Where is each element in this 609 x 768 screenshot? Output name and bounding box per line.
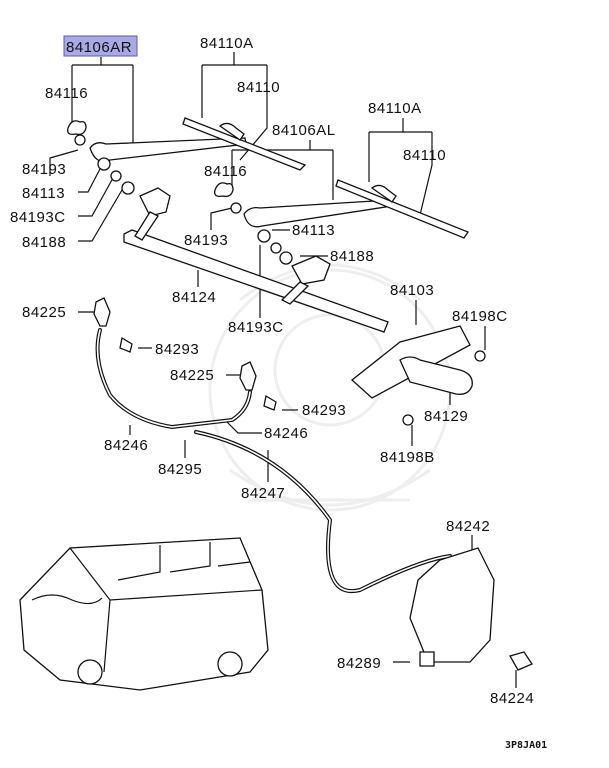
part-label-84193C[interactable]: 84193C [228, 319, 284, 336]
selected-part-highlight [63, 35, 138, 57]
wiper-motor-84103 [350, 325, 486, 426]
part-label-84198C[interactable]: 84198C [452, 308, 508, 325]
leader-lines [49, 52, 517, 688]
part-label-84113[interactable]: 84113 [292, 222, 335, 239]
part-label-84188[interactable]: 84188 [330, 248, 374, 265]
part-label-84110A[interactable]: 84110A [368, 100, 422, 117]
part-label-84193C[interactable]: 84193C [10, 209, 66, 226]
wiper-assembly-right [67, 117, 307, 217]
part-label-84188[interactable]: 84188 [22, 234, 66, 251]
part-label-84224[interactable]: 84224 [490, 690, 534, 707]
part-label-84242[interactable]: 84242 [446, 518, 490, 535]
part-label-84110[interactable]: 84110 [237, 79, 280, 96]
part-label-84289[interactable]: 84289 [337, 655, 381, 672]
part-label-84106AL[interactable]: 84106AL [272, 122, 336, 139]
part-label-84124[interactable]: 84124 [172, 289, 216, 306]
diagram-code: 3P8JA01 [505, 740, 547, 751]
part-label-84293[interactable]: 84293 [302, 402, 346, 419]
part-label-84198B[interactable]: 84198B [380, 449, 435, 466]
part-label-84129[interactable]: 84129 [424, 408, 468, 425]
washer-hoses [93, 297, 452, 594]
part-label-84110A[interactable]: 84110A [200, 35, 254, 52]
part-label-84246[interactable]: 84246 [264, 425, 308, 442]
part-label-84116[interactable]: 84116 [45, 85, 88, 102]
part-label-84106AR[interactable]: 84106AR [66, 39, 132, 56]
part-labels: 84106AR 84110A 84116 84110 84106AL 84110… [10, 35, 547, 751]
van-illustration [19, 537, 269, 691]
washer-tank-84242 [409, 547, 533, 671]
part-label-84116[interactable]: 84116 [204, 163, 247, 180]
part-label-84225[interactable]: 84225 [22, 304, 66, 321]
wiper-assembly-left [214, 179, 469, 285]
part-label-84103[interactable]: 84103 [390, 282, 434, 299]
part-label-84193[interactable]: 84193 [184, 232, 228, 249]
part-label-84246[interactable]: 84246 [104, 437, 148, 454]
part-label-84295[interactable]: 84295 [158, 461, 202, 478]
part-label-84247[interactable]: 84247 [241, 485, 285, 502]
part-label-84113[interactable]: 84113 [22, 185, 65, 202]
part-label-84193[interactable]: 84193 [22, 161, 66, 178]
part-label-84110[interactable]: 84110 [403, 147, 446, 164]
linkage-84124 [123, 211, 389, 333]
part-label-84293[interactable]: 84293 [155, 341, 199, 358]
part-label-84225[interactable]: 84225 [170, 367, 214, 384]
